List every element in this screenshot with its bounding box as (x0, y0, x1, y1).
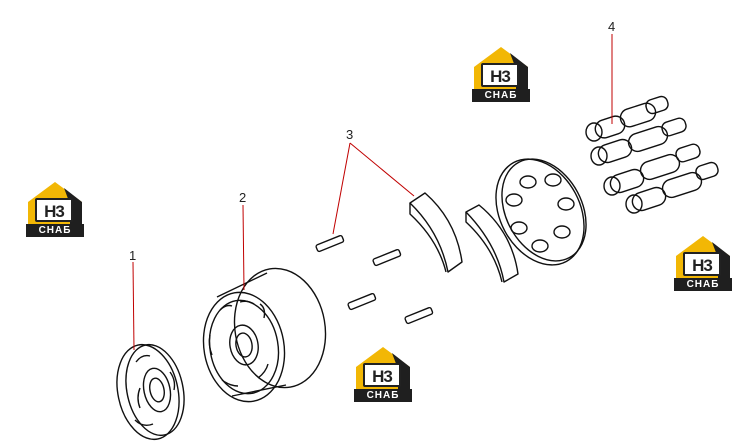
part-3-retainer-segments (409, 192, 519, 283)
watermark-logo: H3 СНАБ (24, 178, 86, 238)
watermark-mark: H3 (35, 198, 73, 222)
part-swash-plate (495, 158, 587, 266)
watermark-brand: СНАБ (354, 389, 412, 402)
watermark-mark: H3 (683, 252, 721, 276)
watermark-mark: H3 (363, 363, 401, 387)
part-2-cylinder-block (202, 267, 327, 403)
part-label-3: 3 (346, 127, 353, 142)
part-label-2: 2 (239, 190, 246, 205)
watermark-logo: H3 СНАБ (672, 232, 734, 292)
part-label-4: 4 (608, 19, 615, 34)
watermark-brand: СНАБ (26, 224, 84, 237)
watermark-brand: СНАБ (472, 89, 530, 102)
leader-lines (132, 34, 613, 351)
part-1-valve-plate (116, 343, 185, 441)
part-3-bolts (315, 234, 434, 325)
part-label-1: 1 (129, 248, 136, 263)
watermark-brand: СНАБ (674, 278, 732, 291)
part-4-pistons (585, 95, 719, 214)
watermark-mark: H3 (481, 63, 519, 87)
watermark-logo: H3 СНАБ (352, 343, 414, 403)
watermark-logo: H3 СНАБ (470, 43, 532, 103)
